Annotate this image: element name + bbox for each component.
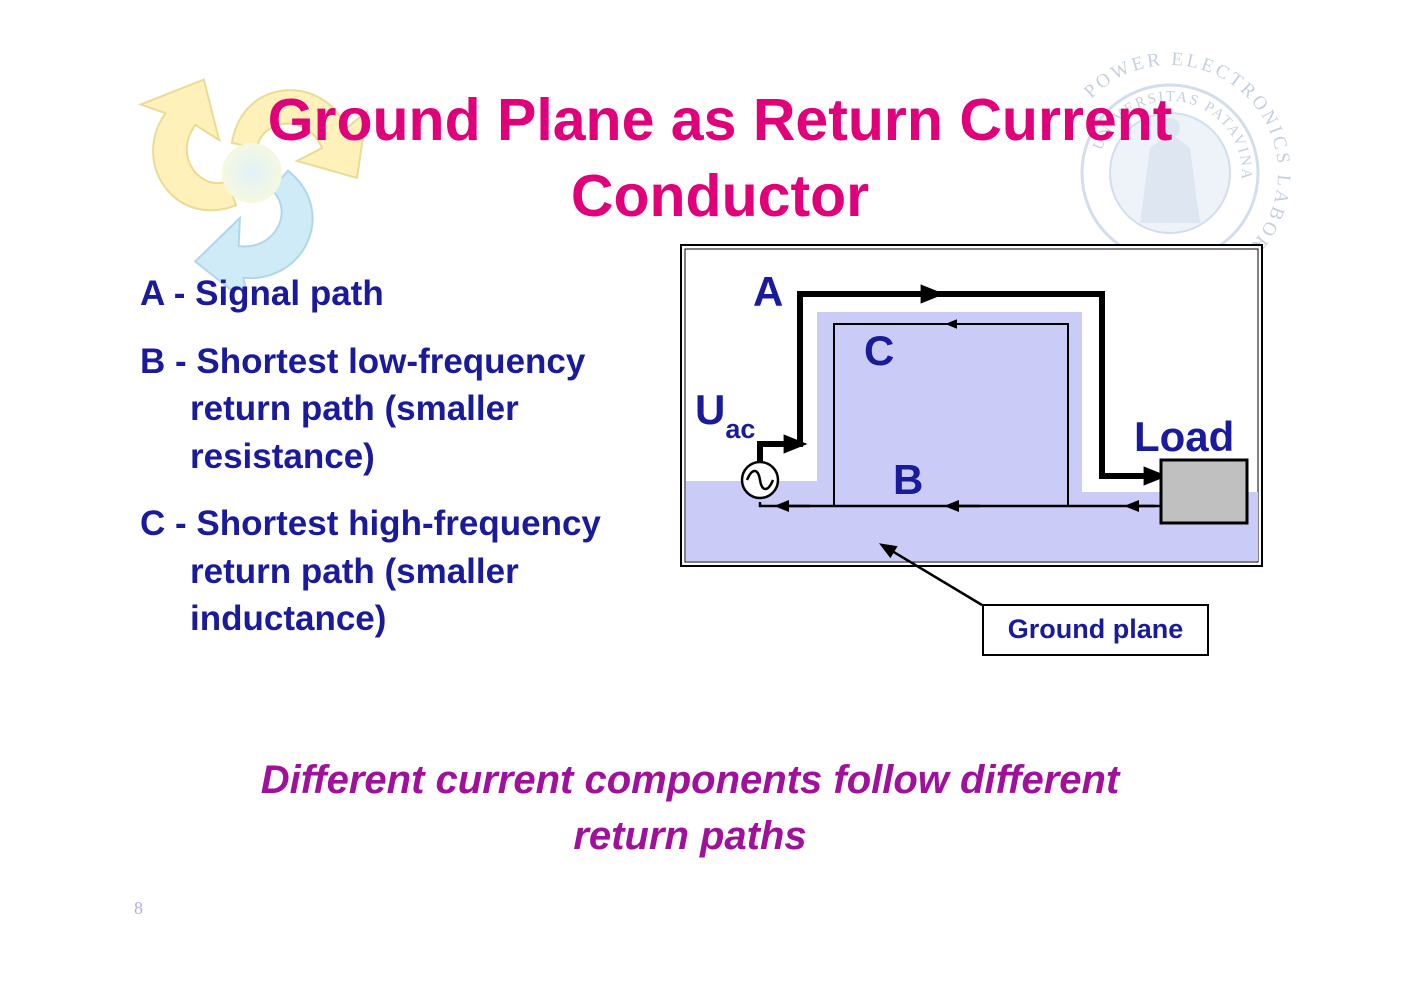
conclusion-line: Different current components follow diff… bbox=[260, 758, 1120, 802]
list-item-key: B - bbox=[140, 341, 197, 381]
list-item-a: A - Signal path bbox=[140, 270, 680, 318]
label-a: A bbox=[753, 268, 783, 315]
circuit-diagram: A C B Uac Load bbox=[680, 244, 1263, 567]
swirl-logo-icon bbox=[137, 78, 369, 290]
label-c: C bbox=[864, 327, 894, 374]
path-b bbox=[758, 502, 1160, 508]
list-item-text: Shortest low-frequency bbox=[196, 341, 586, 381]
label-uac-sub: ac bbox=[725, 414, 755, 444]
ground-plane-callout: Ground plane bbox=[982, 604, 1209, 656]
ground-plane bbox=[686, 312, 1258, 561]
label-b: B bbox=[893, 456, 923, 503]
slide-title: Ground Plane as Return Current Conductor bbox=[267, 87, 1173, 229]
page-number: 8 bbox=[134, 898, 143, 918]
ac-source-icon bbox=[740, 460, 780, 500]
list-item-text: Signal path bbox=[195, 274, 384, 313]
label-uac-main: U bbox=[695, 386, 725, 433]
list-item-text: resistance) bbox=[190, 436, 375, 476]
list-item-text: Shortest high-frequency bbox=[196, 504, 601, 543]
list-item-key: C - bbox=[140, 504, 197, 543]
conclusion-text: Different current components follow diff… bbox=[160, 752, 1220, 864]
list-item-c: C - Shortest high-frequency return path … bbox=[140, 500, 680, 643]
list-item-text: return path (smaller bbox=[190, 389, 519, 428]
conclusion-line: return paths bbox=[573, 814, 807, 858]
list-item-text: return path (smaller bbox=[190, 551, 519, 591]
definition-list: A - Signal path B - Shortest low-frequen… bbox=[140, 270, 680, 663]
load-block bbox=[1159, 458, 1249, 525]
label-uac: Uac bbox=[695, 386, 755, 444]
label-load: Load bbox=[1134, 413, 1234, 460]
list-item-b: B - Shortest low-frequency return path (… bbox=[140, 338, 680, 481]
list-item-key: A - bbox=[140, 274, 196, 313]
path-a bbox=[757, 291, 1160, 479]
callout-arrow bbox=[878, 543, 983, 607]
list-item-text: inductance) bbox=[190, 599, 387, 638]
